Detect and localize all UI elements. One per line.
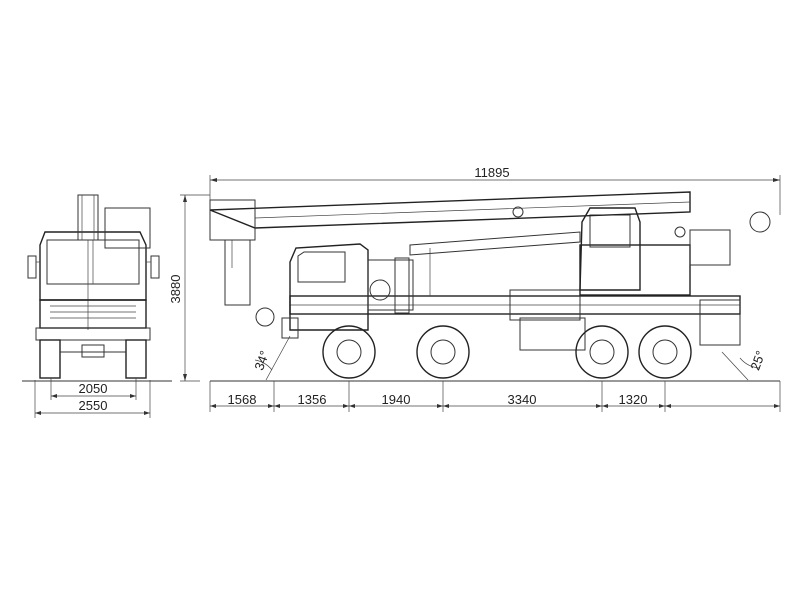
departure-angle-label: 25° bbox=[747, 349, 768, 373]
dim-wheelbase-2: 1940 bbox=[382, 392, 411, 407]
wheels bbox=[322, 325, 692, 379]
side-view bbox=[209, 191, 780, 382]
dimension-lines bbox=[180, 175, 781, 412]
approach-angle-label: 34° bbox=[251, 349, 272, 373]
dim-front-width: 2550 bbox=[79, 398, 108, 413]
dim-wheelbase-3: 3340 bbox=[508, 392, 537, 407]
dim-wheelbase-1: 1356 bbox=[298, 392, 327, 407]
dim-front-overhang: 1568 bbox=[228, 392, 257, 407]
dim-wheelbase-4: 1320 bbox=[619, 392, 648, 407]
dim-overall-length: 11895 bbox=[474, 165, 509, 180]
dim-height: 3880 bbox=[168, 275, 183, 304]
front-view bbox=[22, 194, 172, 418]
dim-front-track: 2050 bbox=[79, 381, 108, 396]
